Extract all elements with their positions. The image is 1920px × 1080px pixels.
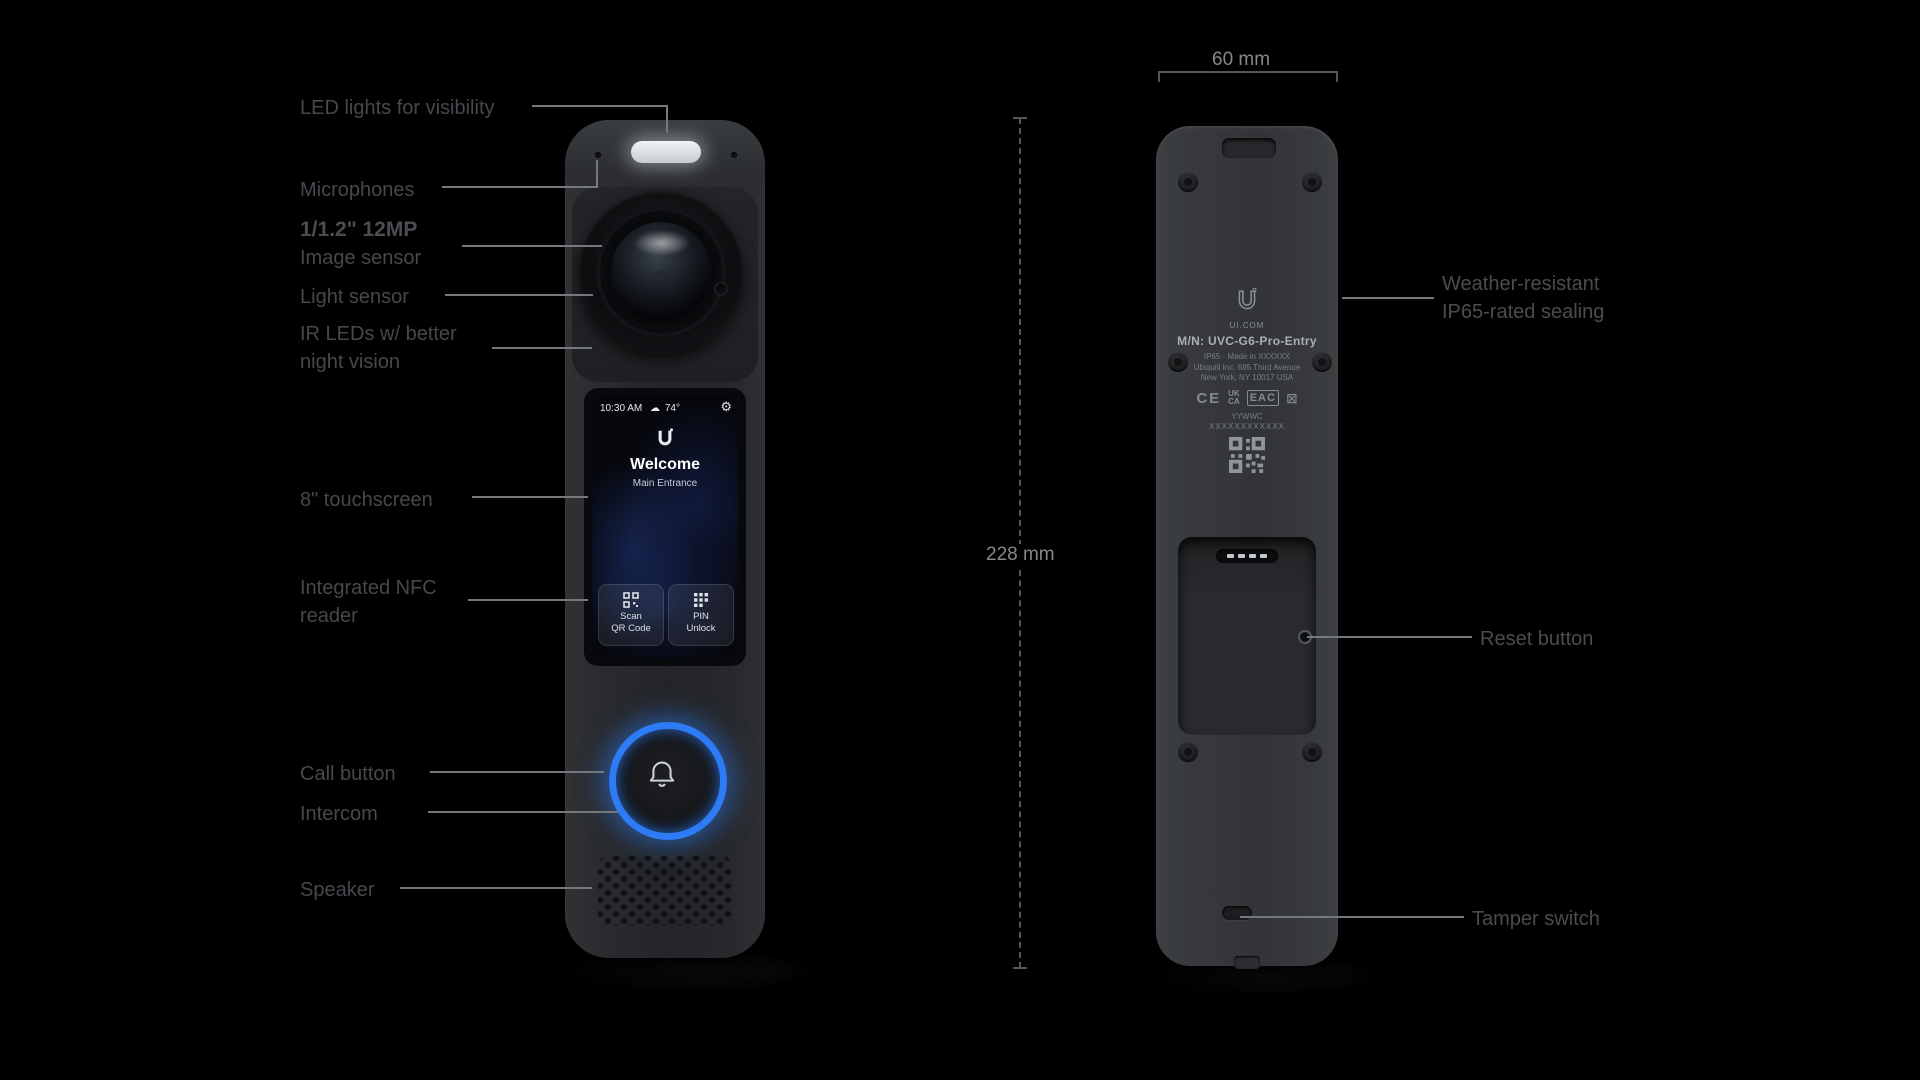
label-touchscreen: 8" touchscreen bbox=[300, 489, 433, 511]
touchscreen-connector bbox=[472, 496, 588, 498]
nfc-connector bbox=[468, 599, 588, 601]
model-number: M/N: UVC-G6-Pro-Entry bbox=[1177, 334, 1317, 348]
pin-unlock-button: PIN Unlock bbox=[668, 584, 734, 646]
keypad-icon bbox=[694, 593, 708, 607]
lens-glare bbox=[633, 230, 691, 256]
screw bbox=[1312, 352, 1332, 372]
screw bbox=[1302, 172, 1322, 192]
weather-cloud-icon: ☁ bbox=[650, 403, 661, 414]
scan-qr-button: Scan QR Code bbox=[598, 584, 664, 646]
date-code: YYWWC bbox=[1231, 411, 1263, 421]
ubiquiti-logo-icon bbox=[654, 428, 676, 455]
rating-origin: IP65 · Made in XXXXXX bbox=[1203, 352, 1291, 361]
eac-mark-icon: EAC bbox=[1246, 390, 1279, 406]
label-tamper-switch: Tamper switch bbox=[1472, 908, 1600, 930]
touchscreen: 10:30 AM ☁ 74° ⚙ Welcome Main Entrance S… bbox=[592, 396, 738, 658]
microphone-hole-right bbox=[731, 152, 737, 158]
settings-gear-icon: ⚙ bbox=[720, 399, 732, 414]
weather-connector bbox=[1342, 297, 1434, 299]
label-reset-button: Reset button bbox=[1480, 628, 1594, 650]
screw bbox=[1302, 742, 1322, 762]
qr-code bbox=[1229, 436, 1265, 473]
label-intercom: Intercom bbox=[300, 803, 378, 825]
sensor-spec: 1/1.2" 12MP bbox=[300, 218, 418, 241]
led-connector-h bbox=[532, 105, 668, 107]
height-dimension-line bbox=[1019, 118, 1021, 968]
screw bbox=[1168, 352, 1188, 372]
label-led-lights: LED lights for visibility bbox=[300, 97, 495, 119]
width-dim-tick-left bbox=[1158, 71, 1160, 82]
screen-greeting: Welcome bbox=[630, 456, 700, 473]
bell-icon bbox=[646, 758, 678, 795]
mic-connector-v bbox=[596, 160, 598, 188]
height-dimension: 228 mm bbox=[978, 544, 1063, 566]
regulatory-label: UI.COM M/N: UVC-G6-Pro-Entry IP65 · Made… bbox=[1156, 288, 1338, 473]
reset-connector bbox=[1307, 636, 1472, 638]
mounting-notch bbox=[1222, 138, 1276, 158]
brand-url: UI.COM bbox=[1229, 321, 1265, 330]
height-dim-tick-top bbox=[1013, 117, 1027, 119]
wiring-compartment bbox=[1178, 537, 1316, 735]
sensor-name: Image sensor bbox=[300, 247, 422, 269]
intercom-connector bbox=[428, 811, 618, 813]
screw bbox=[1178, 172, 1198, 192]
speaker-connector bbox=[400, 887, 592, 889]
lens-ring bbox=[596, 207, 726, 337]
label-call-button: Call button bbox=[300, 763, 396, 785]
qr-code-icon bbox=[623, 592, 639, 608]
screen-temperature: 74° bbox=[664, 403, 680, 414]
scan-qr-label-line1: Scan bbox=[620, 611, 642, 622]
call-button-connector bbox=[430, 771, 604, 773]
light-sensor-connector bbox=[445, 294, 593, 296]
label-speaker: Speaker bbox=[300, 879, 375, 901]
microphone-hole-left bbox=[595, 152, 601, 158]
pin-unlock-label-line2: Unlock bbox=[686, 622, 716, 634]
width-dimension-line bbox=[1158, 71, 1338, 73]
bottom-tab bbox=[1234, 956, 1260, 969]
label-light-sensor: Light sensor bbox=[300, 286, 409, 308]
ir-led-connector bbox=[492, 347, 592, 349]
weee-bin-icon: ⊠ bbox=[1285, 390, 1298, 406]
led-light-bar bbox=[631, 141, 701, 163]
label-microphones: Microphones bbox=[300, 179, 415, 201]
width-dim-tick-right bbox=[1336, 71, 1338, 82]
screw bbox=[1178, 742, 1198, 762]
ubiquiti-logo-outline-icon bbox=[1156, 288, 1338, 319]
screen-time: 10:30 AM bbox=[600, 403, 643, 414]
screen-status-bar: 10:30 AM ☁ 74° ⚙ bbox=[600, 399, 732, 416]
address-line2: New York, NY 10017 USA bbox=[1200, 373, 1294, 382]
serial-number: XXXXXXXXXXXX bbox=[1208, 422, 1286, 431]
lens-center bbox=[657, 270, 666, 279]
camera-lens bbox=[579, 190, 743, 354]
image-sensor-connector bbox=[462, 245, 602, 247]
tamper-connector bbox=[1240, 916, 1464, 918]
label-image-sensor: 1/1.2" 12MP Image sensor bbox=[300, 216, 421, 272]
speaker-grille bbox=[598, 856, 732, 926]
height-dim-tick-bottom bbox=[1013, 967, 1027, 969]
ce-mark-icon: CE bbox=[1196, 389, 1222, 407]
scan-qr-label-line2: QR Code bbox=[611, 622, 651, 634]
width-dimension: 60 mm bbox=[1204, 49, 1279, 71]
led-connector-v bbox=[666, 105, 668, 133]
address-line1: Ubiquiti Inc. 685 Third Avenue bbox=[1193, 362, 1301, 372]
pin-unlock-label-line1: PIN bbox=[693, 611, 709, 622]
mic-connector-h bbox=[442, 186, 598, 188]
light-sensor-dot bbox=[716, 284, 726, 294]
screen-location: Main Entrance bbox=[632, 478, 698, 489]
wire-connector-slot bbox=[1216, 549, 1278, 563]
lens-glass bbox=[611, 222, 711, 322]
